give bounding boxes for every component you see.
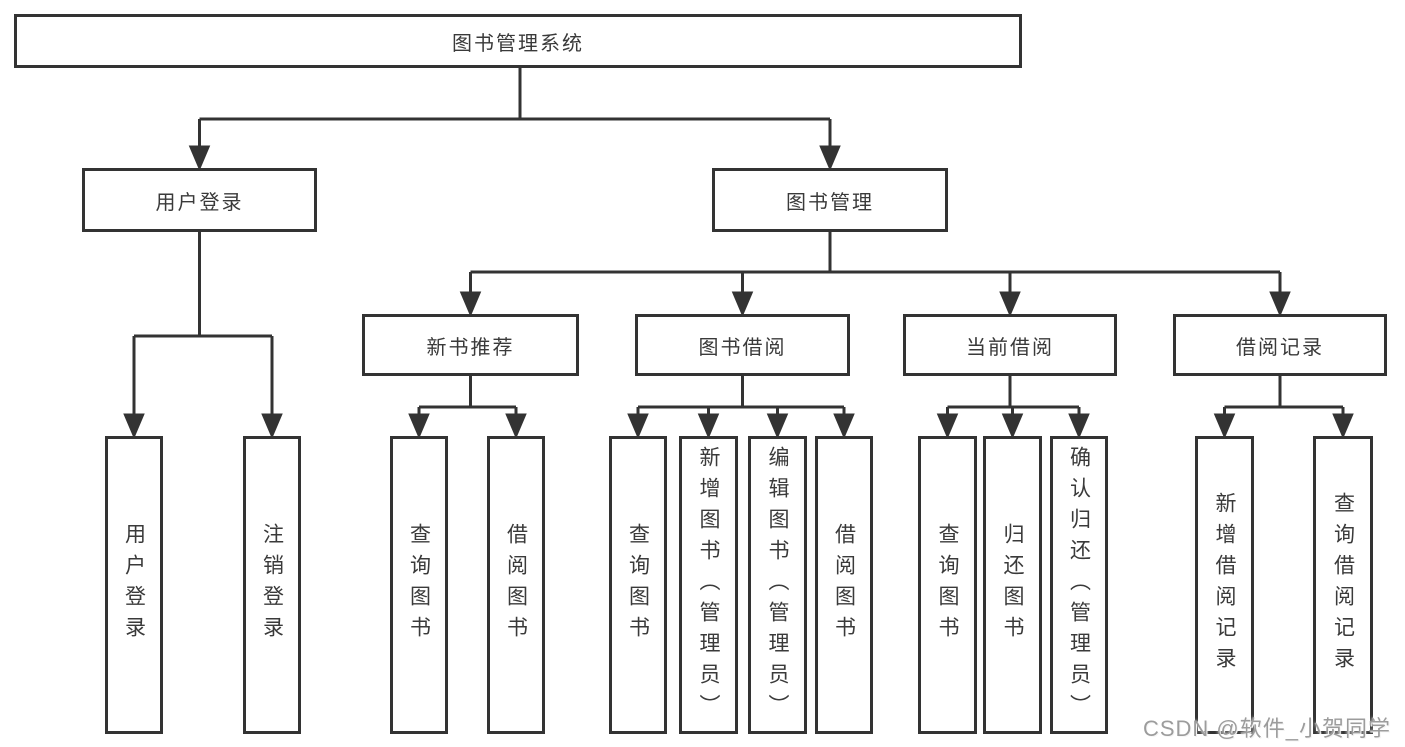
node-leaf-query-books-current: 查询图书 [918,436,977,734]
node-new-book-recommend: 新书推荐 [362,314,579,376]
node-user-login: 用户登录 [82,168,317,232]
node-leaf-user-login: 用户登录 [105,436,163,734]
node-leaf-query-borrow-record-label: 查询借阅记录 [1331,492,1355,678]
node-leaf-edit-books-admin-label: 编辑图书（管理员） [766,445,789,725]
connector-user-login-to-leaves [123,232,283,439]
connector-new-book-rec-to-leaves [408,376,527,439]
node-current-borrowing-label: 当前借阅 [966,336,1054,359]
node-leaf-confirm-return-admin: 确认归还（管理员） [1050,436,1108,734]
node-library-system: 图书管理系统 [14,14,1022,68]
node-leaf-logout-label: 注销登录 [260,523,284,647]
node-borrowing-records-label: 借阅记录 [1236,336,1324,359]
connector-book-mgmt-to-level3 [459,232,1291,317]
node-book-management-label: 图书管理 [786,191,874,214]
node-borrowing-records: 借阅记录 [1173,314,1387,376]
connector-borrow-records-to-leaves [1213,376,1354,439]
node-leaf-query-books-rec: 查询图书 [390,436,448,734]
node-leaf-borrow-books-rec: 借阅图书 [487,436,545,734]
node-leaf-query-books-borrow: 查询图书 [609,436,667,734]
node-user-login-label: 用户登录 [155,191,244,214]
node-leaf-logout: 注销登录 [243,436,301,734]
node-library-system-label: 图书管理系统 [452,32,584,55]
node-current-borrowing: 当前借阅 [903,314,1117,376]
node-leaf-query-books-current-label: 查询图书 [936,523,959,647]
node-leaf-add-borrow-record-label: 新增借阅记录 [1213,492,1236,678]
node-leaf-query-borrow-record: 查询借阅记录 [1313,436,1373,734]
node-leaf-borrow-books-label: 借阅图书 [832,523,856,647]
node-leaf-return-books: 归还图书 [983,436,1042,734]
connector-root-to-level2 [188,68,841,171]
connector-book-borrow-to-leaves [627,376,855,439]
node-leaf-add-books-admin-label: 新增图书（管理员） [697,445,720,725]
node-leaf-borrow-books: 借阅图书 [815,436,873,734]
node-book-management: 图书管理 [712,168,948,232]
node-leaf-add-books-admin: 新增图书（管理员） [679,436,738,734]
node-leaf-add-borrow-record: 新增借阅记录 [1195,436,1254,734]
node-new-book-recommend-label: 新书推荐 [426,336,515,359]
node-leaf-return-books-label: 归还图书 [1001,523,1024,647]
connector-current-borrow-to-leaves [936,376,1090,439]
node-leaf-query-books-borrow-label: 查询图书 [626,523,650,647]
node-book-borrowing: 图书借阅 [635,314,850,376]
node-book-borrowing-label: 图书借阅 [698,336,787,359]
node-leaf-query-books-rec-label: 查询图书 [407,523,431,647]
node-leaf-confirm-return-admin-label: 确认归还（管理员） [1067,445,1091,725]
watermark-text: CSDN @软件_小贺同学 [1142,716,1391,741]
node-leaf-user-login-label: 用户登录 [122,523,146,647]
node-leaf-borrow-books-rec-label: 借阅图书 [504,523,528,647]
node-leaf-edit-books-admin: 编辑图书（管理员） [748,436,807,734]
